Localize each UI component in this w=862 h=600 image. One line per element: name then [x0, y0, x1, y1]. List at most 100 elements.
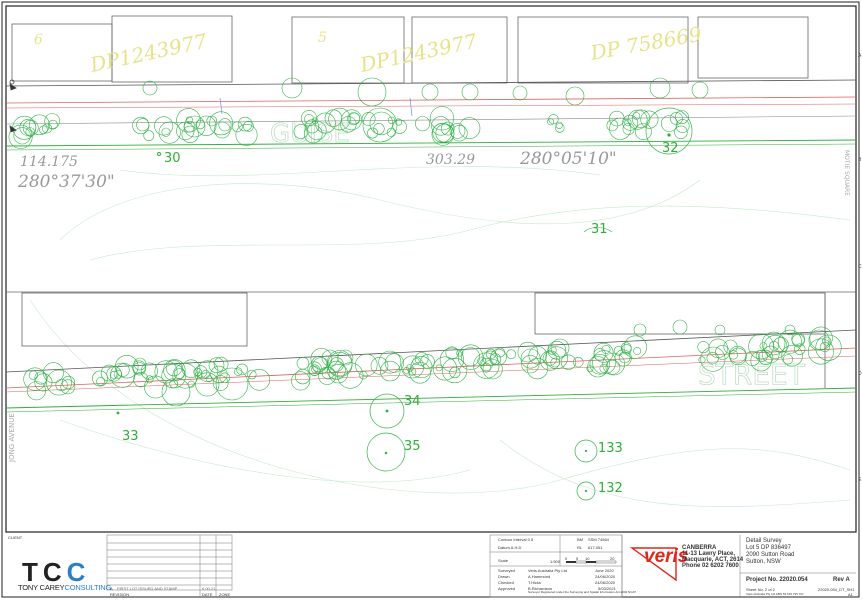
tree-canopy	[196, 360, 219, 382]
tree-canopy	[96, 377, 105, 386]
tree-canopy	[435, 364, 443, 372]
tree-canopy	[218, 118, 232, 132]
tree-canopy	[429, 106, 455, 131]
lot-label-5: 5	[318, 30, 327, 46]
tree-canopy	[520, 348, 541, 369]
tree-canopy	[42, 123, 52, 134]
tree-canopy	[100, 364, 118, 382]
peg-31: 31	[591, 222, 608, 237]
tree-canopy	[640, 110, 659, 129]
tree-canopy	[195, 372, 220, 397]
tree-canopy	[311, 356, 328, 373]
tree-canopy	[236, 363, 248, 376]
survey-arrows	[9, 79, 17, 133]
tree-canopy	[822, 336, 832, 346]
tree-canopy	[172, 363, 198, 389]
role-surveyed: Surveyed	[498, 568, 515, 573]
tcc-letter-c1: C	[42, 557, 67, 587]
tree-canopy	[632, 112, 641, 120]
lot-label-dp-c: DP 758669	[588, 22, 704, 65]
tree-canopy	[132, 362, 146, 376]
bm-value: SSM 74564	[588, 537, 609, 542]
tree-canopy	[291, 371, 311, 391]
tree-canopy	[231, 121, 243, 133]
tree-canopy	[649, 77, 671, 99]
tree-canopy	[526, 358, 549, 380]
tree-canopy	[293, 124, 309, 139]
role-checked-date: 24/06/2020	[595, 580, 616, 585]
tree-canopy	[445, 346, 459, 360]
tree-canopy	[92, 370, 108, 387]
tree-canopy	[337, 362, 364, 389]
tree-canopy	[633, 323, 647, 337]
tree-canopy	[327, 352, 353, 378]
distance-a: 114.175	[20, 154, 78, 170]
peg-35: 35	[404, 439, 421, 454]
scale-tick-10: 10	[585, 556, 590, 561]
tree-canopy	[442, 357, 468, 384]
scale-bar	[566, 560, 617, 564]
tree-canopy	[8, 124, 33, 149]
tree-canopy	[602, 352, 626, 376]
tree-canopy	[34, 373, 53, 392]
zone-letter-c: C	[858, 264, 862, 270]
tree-canopy	[242, 120, 254, 132]
tree-canopy	[401, 355, 425, 379]
tree-canopy	[675, 110, 689, 124]
tree-canopy	[460, 347, 480, 367]
tree-canopy	[373, 123, 385, 135]
distance-b: 303.29	[426, 152, 475, 168]
tree-canopy	[410, 356, 433, 379]
tree-canopy	[461, 83, 479, 101]
tree-canopy	[208, 357, 225, 374]
datum: Datum A.H.D	[498, 545, 522, 550]
tree-canopy	[622, 114, 638, 131]
tree-canopy	[340, 116, 357, 133]
tree-canopy	[613, 345, 624, 356]
sheet-number: Sheet No. 2 of 2	[746, 587, 775, 592]
tree-canopy	[781, 345, 803, 367]
tree-canopy	[19, 119, 37, 136]
top-lot-boundaries	[11, 15, 809, 84]
role-checked-name: T.Hicks	[528, 580, 541, 585]
tree-canopy	[194, 365, 208, 379]
tree-canopy	[674, 125, 688, 140]
tree-canopy	[490, 348, 507, 366]
peg-34: 34	[404, 394, 421, 409]
tree-canopy	[633, 347, 642, 355]
tree-canopy	[347, 112, 361, 126]
tree-canopy	[48, 119, 58, 130]
tree-canopy	[369, 111, 393, 136]
tree-canopy	[181, 359, 201, 378]
office-address-2: Macquarie, ACT, 2614	[682, 557, 744, 563]
tree-canopy	[392, 119, 407, 134]
tree-canopy	[13, 127, 31, 145]
tree-canopy	[609, 117, 632, 140]
tcc-name-b: CONSULTING	[64, 583, 112, 592]
tree-canopy	[539, 350, 561, 371]
tree-canopy	[456, 349, 464, 357]
tree-canopy	[560, 354, 577, 370]
revision-desc: FIRST LOT ISSUED AND STAMP	[117, 586, 178, 591]
tree-canopy	[132, 116, 150, 135]
tree-canopy	[761, 331, 786, 356]
tree-canopy	[555, 123, 565, 133]
sheet-size: A1	[848, 592, 853, 597]
peg-32: 32	[662, 141, 679, 156]
tree-canopy	[114, 355, 139, 379]
peg-markers	[116, 133, 671, 493]
bm-label: BM	[577, 537, 583, 542]
tree-canopy	[311, 366, 319, 374]
bearing-labels: 114.175 280°37'30" 303.29 280°05'10"	[17, 149, 617, 192]
tree-canopy	[421, 83, 439, 101]
scale-tick-0: 0	[565, 556, 568, 561]
tcc-letter-t: T	[22, 557, 43, 587]
tree-canopy	[378, 350, 402, 374]
role-surveyed-name: Veris Australia Pty Ltd	[528, 568, 567, 573]
scale-tick-5: 5	[576, 556, 579, 561]
tree-canopy	[807, 338, 834, 365]
role-drawn-name: A.Hammond	[528, 574, 551, 579]
tree-canopy	[362, 107, 398, 143]
revision-rev: A	[110, 586, 113, 591]
